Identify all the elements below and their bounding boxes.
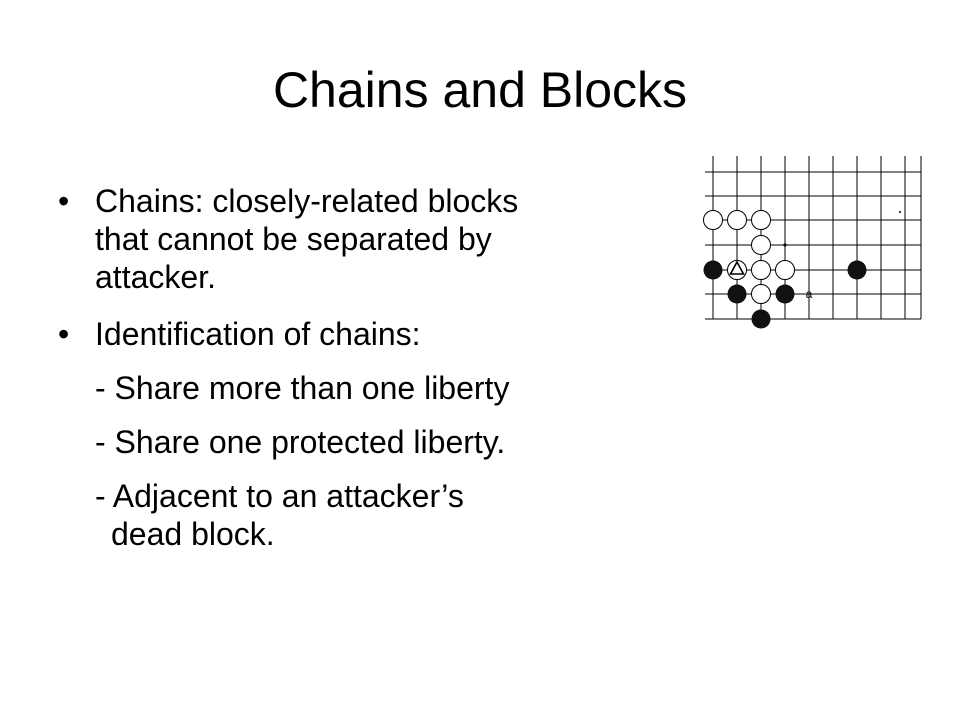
black-stone [727, 284, 747, 304]
black-stone [775, 284, 795, 304]
sub-item-dead-block: - Adjacent to an attacker’s dead block. [58, 477, 668, 553]
white-stone [703, 210, 723, 230]
sub-item-line: - Share one protected liberty. [95, 424, 506, 460]
bullet-line: Identification of chains: [95, 316, 421, 352]
grid-dot [783, 243, 787, 247]
white-stone [751, 210, 771, 230]
triangle-marker-icon [729, 260, 745, 275]
bullet-dot: • [58, 316, 70, 352]
black-stones [703, 260, 867, 329]
grid-dot [899, 211, 901, 213]
point-label-a: a [806, 287, 813, 301]
bullet-chains-definition: • Chains: closely-related blocks that ca… [58, 182, 668, 296]
slide-title: Chains and Blocks [272, 62, 688, 118]
bullet-line: that cannot be separated by [95, 221, 492, 257]
sub-item-line: - Share more than one liberty [95, 370, 510, 406]
black-stone [847, 260, 867, 280]
sub-item-line: - Adjacent to an attacker’s [95, 478, 464, 514]
white-stone [751, 235, 771, 255]
black-stone [703, 260, 723, 280]
sub-item-line: dead block. [111, 516, 275, 552]
go-board-diagram: a [703, 156, 922, 329]
white-stone [751, 284, 771, 304]
white-stone [775, 260, 795, 280]
white-stone [751, 260, 771, 280]
bullet-dot: • [58, 183, 70, 219]
black-stone [751, 309, 771, 329]
bullet-identification: • Identification of chains: [58, 315, 668, 353]
sub-item-more-liberties: - Share more than one liberty [58, 369, 668, 407]
white-stone [727, 210, 747, 230]
bullet-line: Chains: closely-related blocks [95, 183, 519, 219]
bullet-line: attacker. [95, 259, 216, 295]
slide-body: • Chains: closely-related blocks that ca… [58, 182, 668, 553]
sub-item-protected-liberty: - Share one protected liberty. [58, 423, 668, 461]
